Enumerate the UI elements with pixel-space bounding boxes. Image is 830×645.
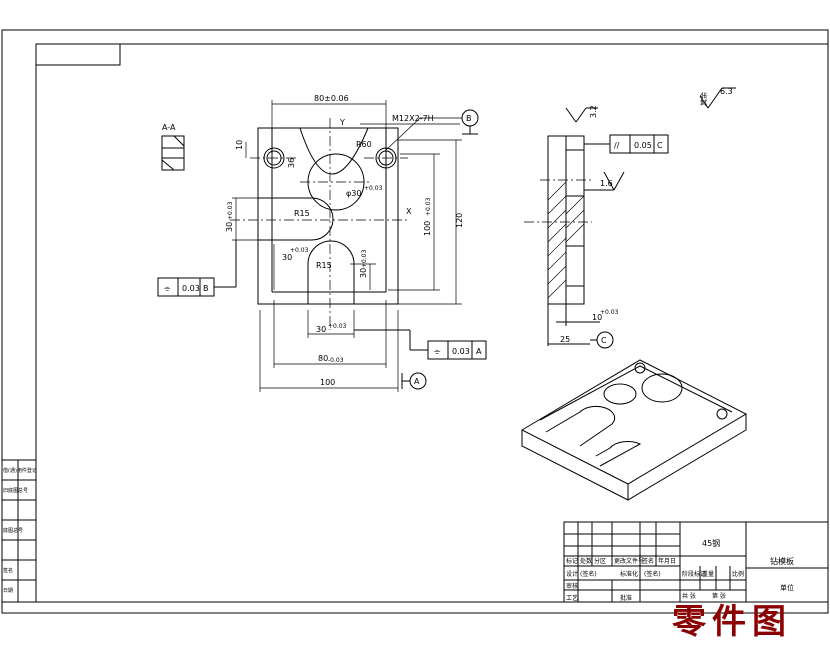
- dim-dia: φ30: [346, 189, 361, 198]
- watermark-title: 零件图: [672, 602, 792, 642]
- inner-frame: [35, 43, 829, 603]
- side-view: [547, 107, 669, 346]
- tb-std-sig: (签名): [644, 570, 661, 578]
- tb-std: 标准化: [620, 570, 638, 578]
- front-view: [257, 127, 399, 305]
- datum-b: B: [466, 114, 472, 123]
- tb-design-sig: (签名): [580, 570, 597, 578]
- axis-y: Y: [339, 118, 345, 127]
- dim-100: 100: [423, 221, 432, 236]
- datum-c: C: [601, 336, 607, 345]
- tb-material: 45钢: [702, 538, 720, 548]
- tol-par-datum: C: [657, 141, 663, 150]
- dim-width-mid: 30: [316, 325, 326, 334]
- dim-slot-inner2: 30: [359, 268, 368, 278]
- dim-side-10-tol: +0.03: [600, 309, 619, 316]
- tb-row-0: 标记: [566, 557, 578, 565]
- section-aa: [161, 135, 185, 171]
- tb-review: 审核: [566, 582, 578, 590]
- tb-unit: 单位: [780, 583, 794, 592]
- tb-row-2: 分区: [594, 557, 606, 565]
- dim-thread: M12X2-7H: [392, 114, 434, 123]
- tb-row-5: 年月日: [658, 557, 676, 565]
- axis-x: X: [406, 207, 412, 216]
- tol-bottom-datum: A: [476, 347, 482, 356]
- dim-width-low: 80: [318, 354, 328, 363]
- dim-width-mid-tol: +0.03: [328, 323, 347, 330]
- rough-16: 1.6: [600, 179, 613, 188]
- dim-slot-inner2-tol: +0.03: [361, 249, 368, 268]
- tb-scale: 比例: [732, 570, 744, 578]
- tb-design: 设计: [566, 570, 578, 578]
- dim-dia-tol: +0.03: [364, 185, 383, 192]
- rough-32: 3.2: [589, 105, 598, 118]
- tb-process: 工艺: [566, 594, 578, 602]
- tb-row-4: 签名: [642, 557, 654, 565]
- dim-slot-inner-tol: +0.03: [290, 247, 309, 254]
- dim-slot-left: 30: [225, 222, 234, 232]
- dim-slot-left-tol: +0.03: [227, 201, 234, 220]
- left-strip: [1, 459, 37, 603]
- strip-1: 旧底图总号: [3, 487, 28, 494]
- dim-100-tol: +0.03: [425, 197, 432, 216]
- dim-side-25: 25: [560, 335, 570, 344]
- tol-left-sym: ⌯: [164, 284, 171, 293]
- strip-0: 借(通)用件登记: [3, 467, 37, 474]
- tol-left-datum: B: [203, 284, 209, 293]
- dim-width-top: 80±0.06: [314, 94, 349, 103]
- iso-view: [520, 359, 748, 501]
- tb-row-1: 处数: [580, 557, 592, 565]
- dim-width-low-tol: -0.03: [328, 357, 344, 364]
- section-label: A-A: [162, 123, 176, 132]
- tb-sheets: 共 张: [682, 592, 696, 600]
- top-left-box: [35, 43, 121, 66]
- dim-width-total: 100: [320, 378, 335, 387]
- tol-par-value: 0.05: [634, 141, 652, 150]
- dim-side-10: 10: [592, 313, 602, 322]
- dim-r15-b: R15: [316, 261, 332, 270]
- strip-2: 底图总号: [3, 527, 23, 534]
- rough-63: 6.3: [720, 87, 733, 96]
- tb-part-name: 钻模板: [770, 556, 794, 566]
- tb-stage: 阶段标记: [682, 570, 706, 578]
- tb-approve: 批准: [620, 594, 632, 602]
- dim-slot-inner: 30: [282, 253, 292, 262]
- dim-r60: R60: [356, 140, 372, 149]
- dim-120: 120: [455, 213, 464, 228]
- tb-sheet-no: 第 张: [712, 592, 726, 600]
- tol-left-value: 0.03: [182, 284, 200, 293]
- tb-row-3: 更改文件号: [614, 557, 644, 565]
- rough-other: 其余: [699, 92, 708, 106]
- strip-4: 日期: [3, 588, 13, 594]
- datum-a: A: [414, 377, 420, 386]
- strip-3: 签名: [3, 567, 13, 574]
- dim-10: 10: [235, 140, 244, 150]
- tol-bottom-value: 0.03: [452, 347, 470, 356]
- dim-36: 36: [287, 158, 296, 168]
- tol-bottom-sym: ⌯: [434, 347, 441, 356]
- tol-par-sym: //: [614, 141, 620, 150]
- title-block: [563, 521, 829, 603]
- dim-r15-a: R15: [294, 209, 310, 218]
- tb-weight: 重量: [702, 570, 714, 578]
